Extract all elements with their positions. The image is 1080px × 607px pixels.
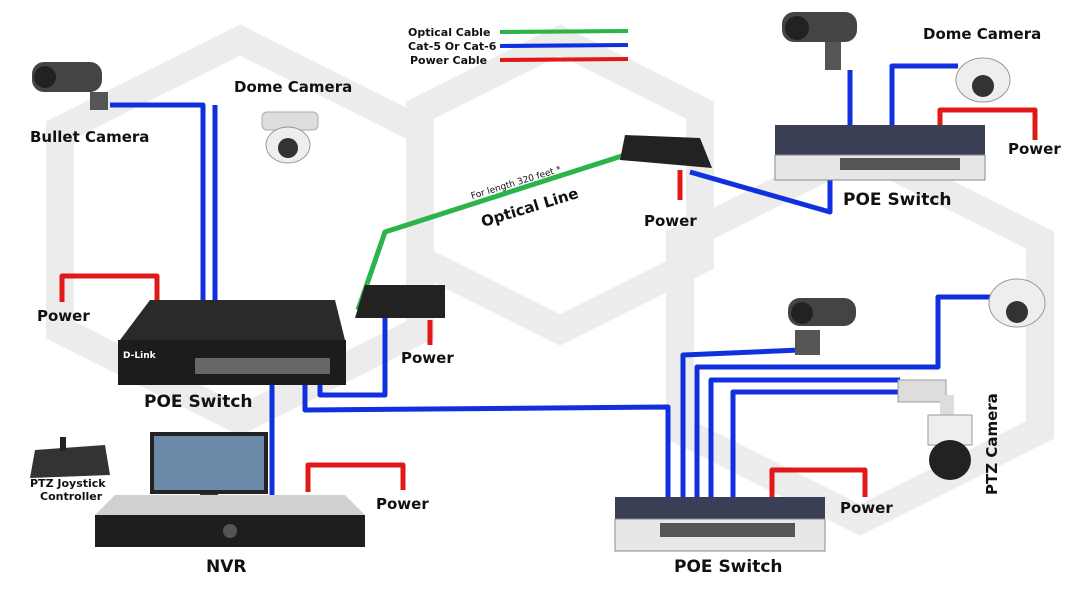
legend-swatch-optical [499, 29, 629, 34]
label-power-right-converter: Power [644, 212, 697, 230]
label-power-left-converter: Power [401, 349, 454, 367]
cables [59, 63, 1038, 515]
bullet-camera-top-right [782, 12, 857, 70]
label-poe-switch-bottom: POE Switch [674, 557, 783, 577]
nvr-device [95, 495, 365, 547]
cable-switch-to-converter [317, 318, 388, 398]
cable-bottom-bullet [680, 347, 801, 515]
label-ptz-camera: PTZ Camera [983, 393, 1001, 495]
label-poe-switch-top-right: POE Switch [843, 190, 952, 210]
power-cable-nvr [305, 462, 406, 492]
legend-swatch-power [499, 57, 629, 62]
media-converter-right [620, 135, 712, 168]
watermark-logo [46, 24, 1054, 536]
power-cable-bottom-switch [769, 467, 868, 497]
label-power-top-switch: Power [1008, 140, 1061, 158]
switch-brand-logo: D-Link [123, 351, 157, 361]
legend-label-cat: Cat-5 Or Cat-6 [408, 40, 497, 53]
poe-switch-bottom [614, 497, 826, 552]
dome-camera-bottom [988, 278, 1046, 328]
power-cable-left-switch [59, 273, 160, 305]
label-dome-camera-left: Dome Camera [234, 78, 352, 96]
label-power-left-switch: Power [37, 307, 90, 325]
legend-label-optical: Optical Cable [408, 26, 490, 39]
cable-bottom-ptz-2 [730, 389, 900, 515]
poe-switch-left: D-Link [118, 300, 346, 385]
label-power-nvr: Power [376, 495, 429, 513]
poe-switch-top-right [774, 125, 986, 181]
legend-swatch-cat [499, 43, 629, 48]
label-ptz-controller: Controller [40, 490, 103, 503]
power-cable-top-switch [937, 107, 1038, 140]
ptz-joystick-controller [30, 437, 110, 478]
ptz-camera [897, 379, 973, 480]
dome-camera-top-right [955, 57, 1011, 103]
cable-bottom-dome [694, 294, 995, 515]
bullet-camera-bottom [788, 298, 856, 355]
dome-camera-left [261, 111, 319, 164]
nvr-monitor [150, 432, 268, 506]
legend: Optical Cable Cat-5 Or Cat-6 Power Cable [408, 26, 629, 67]
label-ptz-joystick: PTZ Joystick [30, 477, 106, 490]
cable-bullet-to-switch [110, 102, 206, 360]
label-poe-switch-left: POE Switch [144, 392, 253, 412]
cable-top-dome [889, 63, 958, 145]
cable-bottom-ptz [708, 377, 900, 515]
label-bullet-camera: Bullet Camera [30, 128, 149, 146]
bullet-camera-left [32, 62, 108, 110]
label-nvr: NVR [206, 557, 246, 577]
label-dome-camera-right: Dome Camera [923, 25, 1041, 43]
legend-label-power: Power Cable [410, 54, 487, 67]
label-power-bottom-switch: Power [840, 499, 893, 517]
cable-optical-line [355, 152, 626, 311]
media-converter-left [355, 285, 445, 318]
cable-switch-to-bottom-switch [302, 380, 671, 515]
